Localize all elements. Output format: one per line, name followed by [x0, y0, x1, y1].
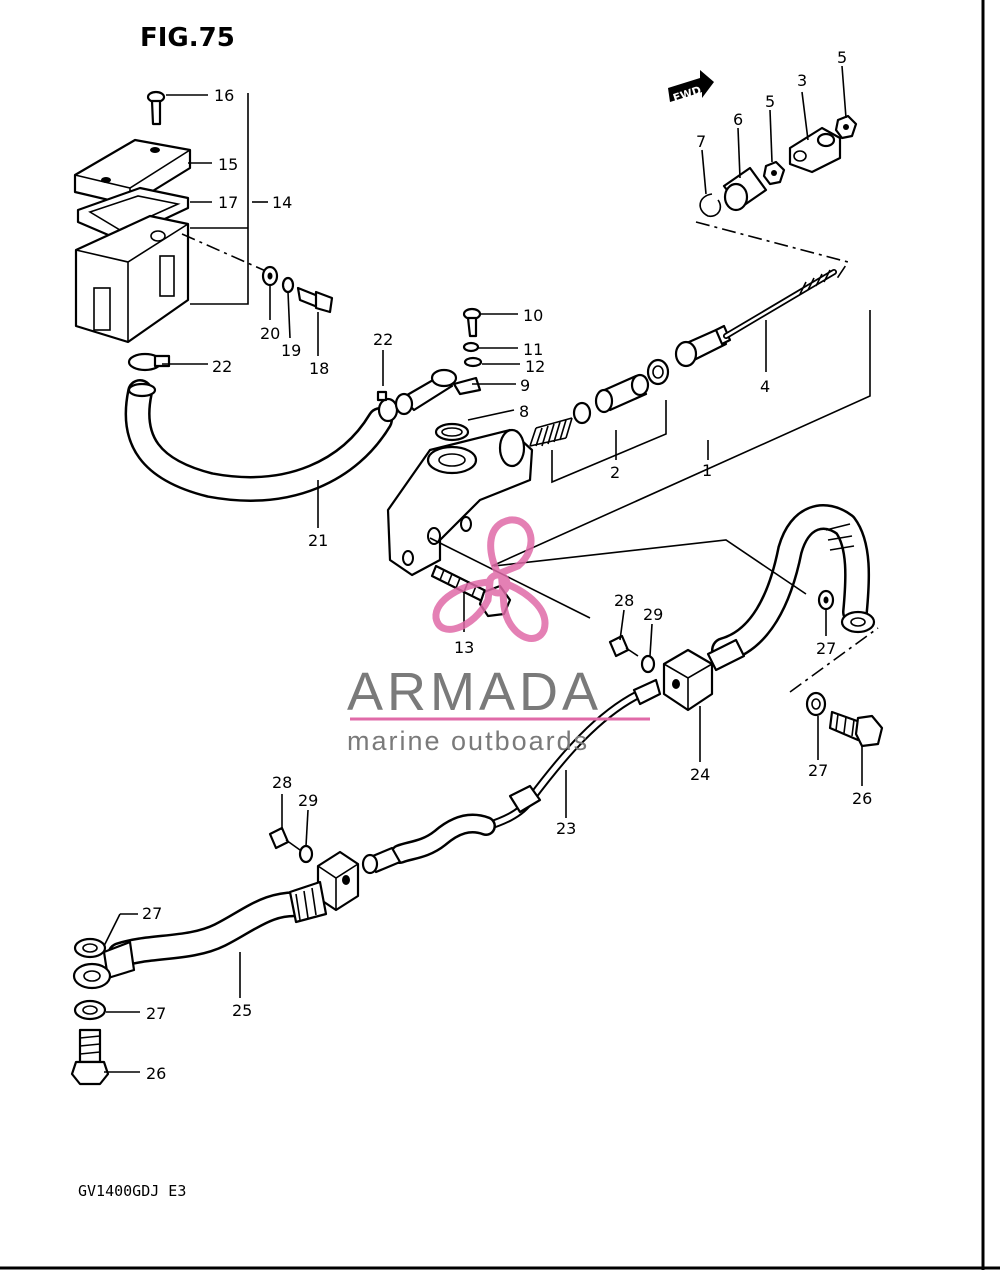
callout-27b: 27: [808, 761, 828, 780]
washer-20: [261, 265, 279, 287]
brake-hose-middle: [361, 813, 496, 875]
dash-leader-rod: [695, 221, 850, 281]
callout-14: 14: [272, 193, 292, 212]
callout-24: 24: [690, 765, 710, 784]
bolt-10: [462, 307, 482, 338]
reservoir-screw: [146, 90, 166, 126]
bolt-18: [296, 286, 334, 314]
callout-13: 13: [454, 638, 474, 657]
callout-21: 21: [308, 531, 328, 550]
callout-leaders: [103, 65, 863, 1073]
washer-29a: [640, 654, 656, 674]
washer-29b: [298, 844, 314, 864]
banjo-bolt-26a: [828, 710, 884, 748]
reservoir-tank: [74, 214, 190, 344]
brake-hose-25: [72, 880, 328, 990]
brake-hose-upper: [711, 504, 876, 663]
banjo-bolt-26b: [70, 1028, 110, 1086]
dash-leader-26a: [789, 627, 879, 693]
bolt-28b: [268, 826, 301, 851]
push-rod: [674, 269, 837, 368]
clevis-3: [788, 126, 842, 174]
callout-17: 17: [218, 193, 238, 212]
callout-1: 1: [702, 461, 712, 480]
callout-7: 7: [696, 132, 706, 151]
nut-5b: [762, 160, 786, 186]
piston-seal: [572, 401, 592, 425]
callout-2: 2: [610, 463, 620, 482]
forward-direction-arrow: FWD: [668, 70, 714, 105]
callout-numbers: 16 15 17 14 20 19 18 22 22 10 11 12 9 8 …: [142, 48, 872, 1083]
washer-27a: [817, 589, 835, 611]
callout-29a: 29: [643, 605, 663, 624]
armada-watermark: ARMADA marine outboards: [347, 516, 650, 756]
watermark-brand: ARMADA: [347, 662, 602, 722]
group-bracket-14: [190, 93, 249, 305]
callout-23: 23: [556, 819, 576, 838]
group-bracket-upper: [493, 539, 807, 595]
hose-fitting-9: [394, 368, 482, 416]
callout-3: 3: [797, 71, 807, 90]
callout-18: 18: [309, 359, 329, 378]
piston-cup: [646, 358, 670, 386]
callout-27c: 27: [142, 904, 162, 923]
callout-4: 4: [760, 377, 770, 396]
callout-15: 15: [218, 155, 238, 174]
callout-25: 25: [232, 1001, 252, 1020]
callout-29b: 29: [298, 791, 318, 810]
circlip-7: [699, 193, 722, 218]
washer-27b: [805, 691, 827, 717]
master-cylinder-body: [386, 428, 534, 577]
group-bracket-1: [491, 310, 871, 567]
junction-block-24: [662, 638, 746, 712]
o-ring-8: [434, 422, 470, 442]
callout-9: 9: [520, 376, 530, 395]
callout-22a: 22: [212, 357, 232, 376]
washer-27c: [73, 937, 107, 959]
group-bracket-2: [551, 400, 667, 484]
callout-27a: 27: [816, 639, 836, 658]
callout-19: 19: [281, 341, 301, 360]
washer-11: [462, 341, 480, 353]
callout-26a: 26: [852, 789, 872, 808]
propeller-logo: [432, 516, 549, 642]
callout-10: 10: [523, 306, 543, 325]
callout-16: 16: [214, 86, 234, 105]
washer-27d: [73, 999, 107, 1021]
watermark-tagline: marine outboards: [347, 726, 589, 756]
callout-22b: 22: [373, 330, 393, 349]
callout-8: 8: [519, 402, 529, 421]
bolt-28a: [608, 634, 639, 658]
nut-5a: [834, 114, 858, 140]
callout-11: 11: [523, 340, 543, 359]
piston-spring: [529, 417, 573, 447]
callout-28b: 28: [272, 773, 292, 792]
dust-boot-6: [722, 166, 768, 212]
callout-6: 6: [733, 110, 743, 129]
figure-title: FIG.75: [140, 23, 235, 53]
callout-5a: 5: [837, 48, 847, 67]
hose-clamp-22b: [376, 390, 399, 423]
callout-27d: 27: [146, 1004, 166, 1023]
hose-clamp-22a: [127, 352, 171, 372]
callout-26b: 26: [146, 1064, 166, 1083]
brake-pipe-23: [483, 678, 662, 831]
washer-12: [463, 356, 483, 368]
callout-28a: 28: [614, 591, 634, 610]
piston: [594, 373, 650, 414]
callout-5b: 5: [765, 92, 775, 111]
reservoir-diaphragm: [76, 186, 190, 242]
leader-13: [429, 537, 591, 619]
callout-12: 12: [525, 357, 545, 376]
callout-20: 20: [260, 324, 280, 343]
washer-19: [281, 276, 295, 294]
model-code: GV1400GDJ E3: [78, 1182, 186, 1200]
reservoir-hose-21: [124, 379, 393, 502]
